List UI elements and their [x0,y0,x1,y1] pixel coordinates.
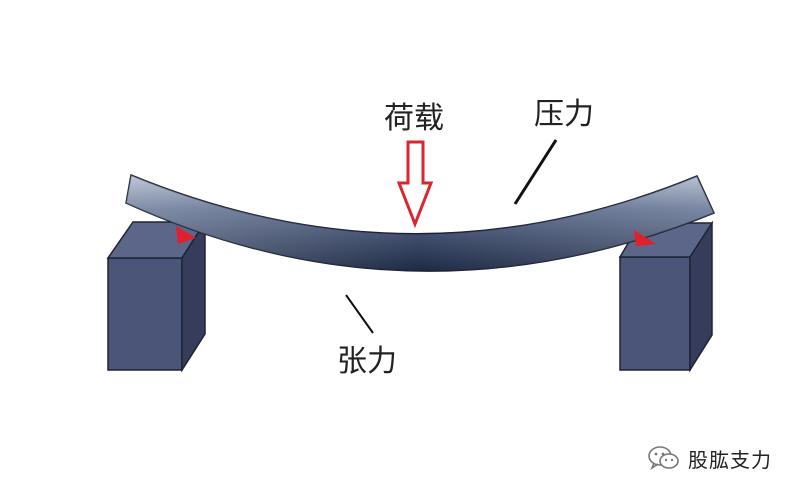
left-support [106,219,207,373]
watermark: 股肱支力 [648,443,772,473]
load-label: 荷载 [384,101,444,136]
right-support [618,220,714,373]
compression-pointer-line [513,139,558,205]
tension-label: 张力 [337,344,397,379]
right-contact-marker [634,230,656,246]
load-arrow [396,140,434,229]
left-contact-marker [176,226,196,244]
watermark-text: 股肱支力 [688,447,772,472]
bent-beam [125,173,716,272]
compression-label: 压力 [534,97,594,132]
tension-pointer-line [345,294,374,334]
wechat-icon [648,446,679,471]
